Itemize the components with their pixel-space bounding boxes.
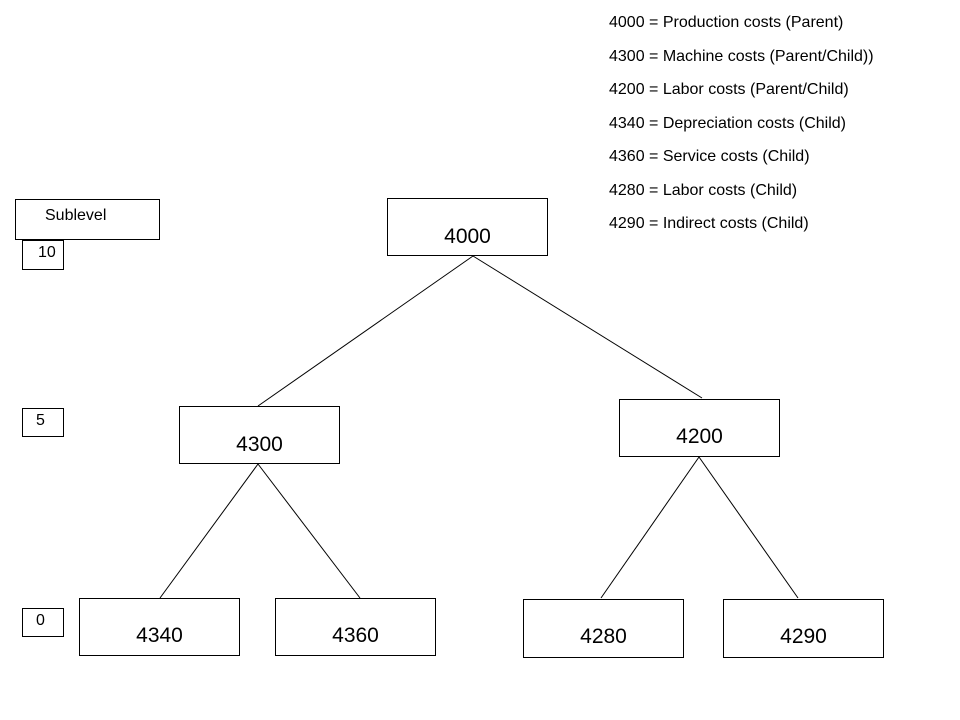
edge-4000-4300 — [257, 255, 474, 407]
edge-4300-4360 — [257, 463, 361, 599]
level-10-box: 10 — [22, 240, 64, 270]
node-4340: 4340 — [79, 598, 240, 656]
node-label: 4290 — [780, 625, 827, 648]
node-label: 4200 — [676, 425, 723, 448]
level-0-box: 0 — [22, 608, 64, 637]
node-label: 4300 — [236, 433, 283, 456]
level-10-label: 10 — [38, 244, 56, 261]
legend-item: 4280 = Labor costs (Child) — [609, 181, 798, 199]
node-4200: 4200 — [619, 399, 780, 457]
node-4300: 4300 — [179, 406, 340, 464]
level-5-label: 5 — [36, 412, 45, 429]
node-label: 4360 — [332, 624, 379, 647]
level-5-box: 5 — [22, 408, 64, 437]
node-label: 4340 — [136, 624, 183, 647]
legend-item: 4360 = Service costs (Child) — [609, 148, 810, 165]
node-label: 4000 — [444, 225, 491, 248]
node-4000: 4000 — [387, 198, 548, 256]
level-0-label: 0 — [36, 612, 45, 629]
edge-4200-4290 — [698, 456, 799, 599]
legend-item: 4000 = Production costs (Parent) — [609, 14, 844, 31]
legend-item: 4340 = Depreciation costs (Child) — [609, 114, 847, 132]
legend: 4000 = Production costs (Parent) 4300 = … — [609, 13, 874, 248]
node-label: 4280 — [580, 625, 627, 648]
node-4280: 4280 — [523, 599, 684, 658]
sublevel-header: Sublevel — [15, 199, 160, 240]
sublevel-title: Sublevel — [45, 207, 107, 224]
edge-4300-4340 — [159, 463, 259, 599]
edge-4000-4200 — [472, 255, 703, 399]
legend-item: 4300 = Machine costs (Parent/Child)) — [609, 47, 874, 65]
legend-item: 4200 = Labor costs (Parent/Child) — [609, 81, 849, 98]
node-4360: 4360 — [275, 598, 436, 656]
node-4290: 4290 — [723, 599, 884, 658]
edge-4200-4280 — [600, 456, 700, 599]
legend-item: 4290 = Indirect costs (Child) — [609, 215, 809, 232]
